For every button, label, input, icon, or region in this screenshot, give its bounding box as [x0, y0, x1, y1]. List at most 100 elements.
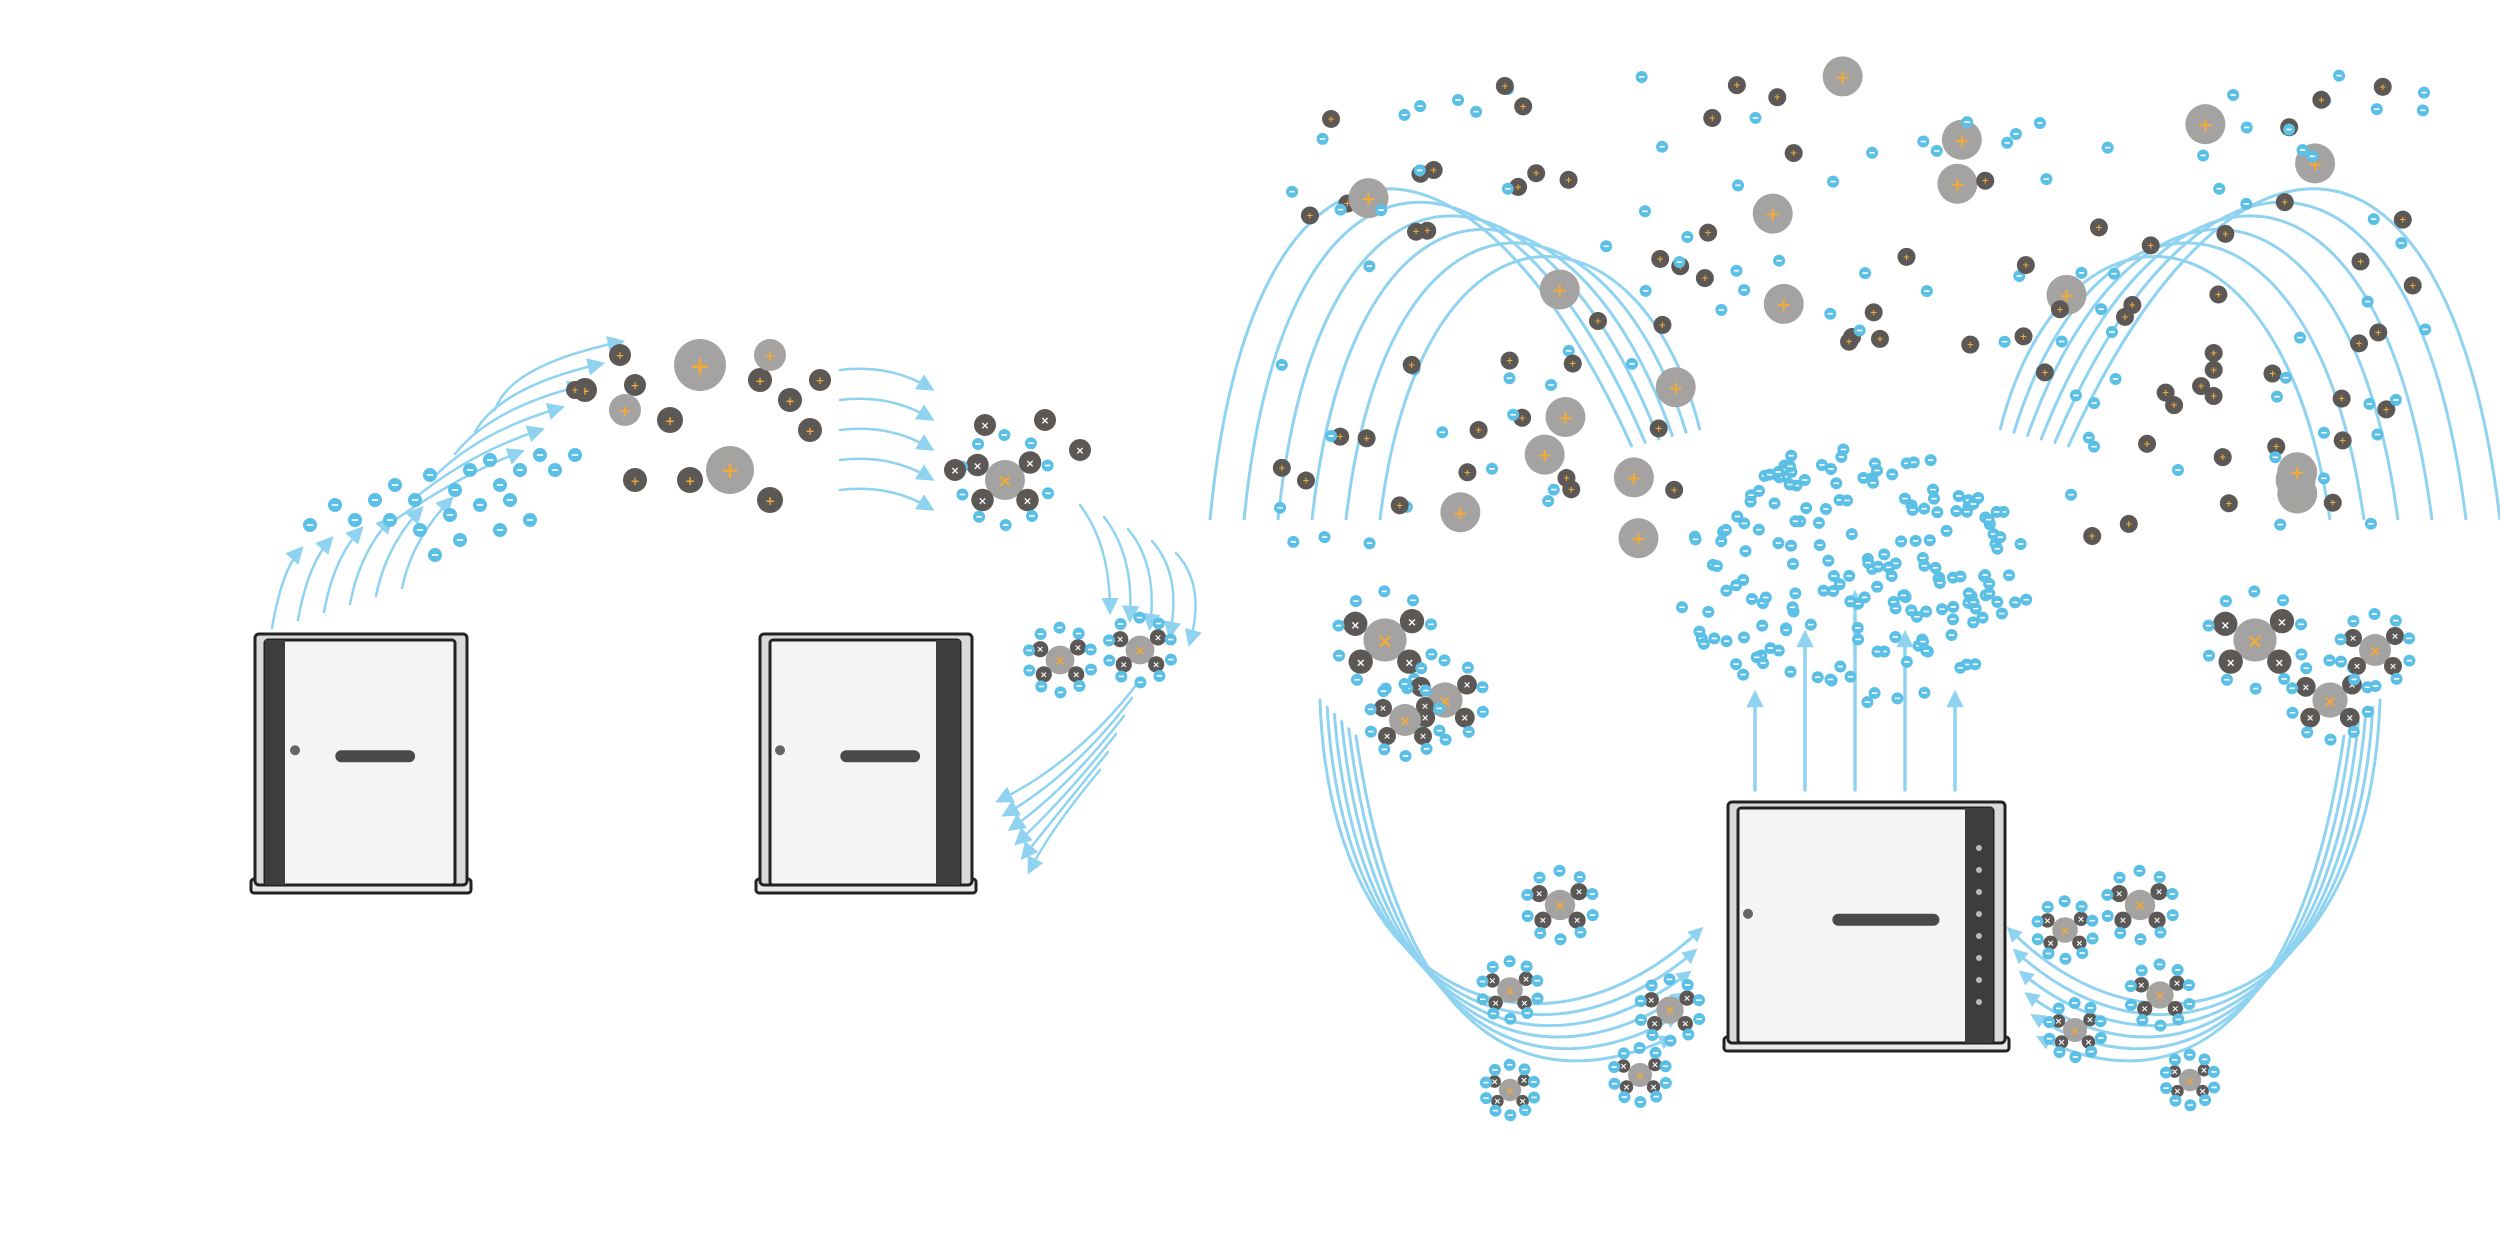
negative-ion — [443, 508, 457, 522]
airflow-arrow — [1332, 712, 1692, 1028]
neutralized-ion: × — [1374, 699, 1392, 717]
charge-mark: + — [1569, 360, 1577, 370]
negative-ion — [1861, 696, 1874, 709]
charge-mark: × — [2044, 916, 2052, 926]
negative-ion — [2172, 1013, 2185, 1026]
negative-ion — [1967, 596, 1980, 609]
neutralized-ion: × — [1656, 996, 1684, 1024]
negative-ion — [1521, 888, 1534, 901]
negative-ion — [1334, 203, 1347, 216]
charge-mark: + — [1423, 227, 1431, 237]
negative-ion — [2153, 871, 2166, 884]
negative-ion — [2086, 932, 2099, 945]
positive-ion: + — [2373, 77, 2392, 96]
charge-mark: + — [619, 402, 632, 420]
negative-ion — [1398, 678, 1411, 691]
negative-ion — [1287, 535, 1300, 548]
airflow-arrow — [1325, 705, 1698, 1016]
neutralized-ion: × — [1679, 990, 1695, 1006]
charge-mark: × — [2220, 618, 2230, 632]
negative-ion — [2014, 538, 2027, 551]
negative-ion — [1824, 673, 1837, 686]
negative-ion — [533, 448, 547, 462]
negative-ion — [2059, 952, 2072, 965]
negative-ion — [2065, 488, 2078, 501]
negative-ion — [1586, 909, 1599, 922]
negative-ion — [1407, 594, 1420, 607]
charge-mark: + — [1949, 174, 1965, 196]
left-airflow-arrows — [270, 335, 1202, 875]
negative-ion — [1275, 358, 1288, 371]
negative-ion — [1945, 629, 1958, 642]
negative-ion — [423, 468, 437, 482]
negative-ion — [1976, 611, 1989, 624]
negative-ion — [998, 429, 1011, 442]
charge-mark: + — [2210, 349, 2218, 359]
airflow-arrow — [413, 425, 545, 500]
positive-ion: + — [809, 369, 831, 391]
charge-mark: × — [1623, 1083, 1631, 1093]
neutralized-ion: × — [2054, 1035, 2069, 1049]
airflow-arc — [2039, 214, 2434, 521]
negative-ion — [1815, 458, 1828, 471]
neutralized-ion: × — [2312, 682, 2348, 718]
airflow-arrow — [2006, 698, 2382, 1006]
charge-mark: + — [1670, 486, 1678, 496]
negative-ion — [1827, 584, 1840, 597]
charge-mark: × — [1535, 890, 1543, 900]
negative-ion — [1413, 164, 1426, 177]
negative-ion — [1759, 591, 1772, 604]
airflow-arrow — [1347, 727, 1680, 1051]
positive-ion: + — [2016, 256, 2035, 275]
charge-mark: + — [1344, 200, 1352, 210]
neutralized-ion: × — [985, 460, 1025, 500]
airflow-arc — [1242, 200, 1647, 521]
charge-mark: + — [2129, 301, 2137, 311]
airflow-arrow — [838, 397, 935, 421]
negative-ion — [2076, 947, 2089, 960]
airflow-arrow — [838, 427, 935, 451]
negative-ion — [1962, 587, 1975, 600]
neutralized-ion: × — [2348, 657, 2366, 675]
negative-ion — [2171, 463, 2184, 476]
neutralized-ion: × — [1485, 973, 1500, 988]
charge-mark: × — [1489, 976, 1497, 986]
negative-ion — [2075, 900, 2088, 913]
charge-mark: × — [2060, 924, 2070, 938]
negative-ion — [1133, 611, 1146, 624]
charge-mark: + — [2041, 368, 2049, 378]
negative-ion — [1072, 627, 1085, 640]
negative-ion — [1756, 619, 1769, 632]
negative-ion — [1378, 743, 1391, 756]
charge-mark: × — [1494, 1097, 1502, 1107]
positive-ion: + — [2312, 90, 2331, 109]
charge-mark: + — [2215, 290, 2223, 300]
neutralized-ion: × — [1497, 977, 1523, 1003]
charge-mark: + — [2143, 440, 2151, 450]
negative-ion — [2347, 725, 2360, 738]
negative-ion — [1886, 468, 1899, 481]
negative-ion — [1318, 531, 1331, 544]
charge-mark: + — [1361, 188, 1377, 210]
charge-mark: × — [1522, 975, 1530, 985]
negative-ion — [1507, 408, 1520, 421]
charge-mark: × — [2246, 629, 2263, 653]
charge-mark: + — [2088, 532, 2096, 542]
negative-ion — [2286, 682, 2299, 695]
negative-ion — [1979, 569, 1992, 582]
charge-mark: × — [2323, 691, 2337, 711]
charge-mark: × — [1134, 643, 1145, 659]
negative-ion — [1617, 1047, 1630, 1060]
negative-ion — [2348, 673, 2361, 686]
neutralized-ion: × — [1414, 727, 1432, 745]
charge-mark: + — [2318, 96, 2326, 106]
neutralized-ion: × — [1628, 1063, 1652, 1087]
neutralized-ion: × — [2295, 676, 2316, 697]
negative-ion — [1757, 657, 1770, 670]
charge-mark: × — [2348, 680, 2356, 691]
negative-ion — [2240, 121, 2253, 134]
negative-ion — [2154, 926, 2167, 939]
negative-ion — [1378, 585, 1391, 598]
negative-ion — [1035, 680, 1048, 693]
negative-ion — [1772, 537, 1785, 550]
